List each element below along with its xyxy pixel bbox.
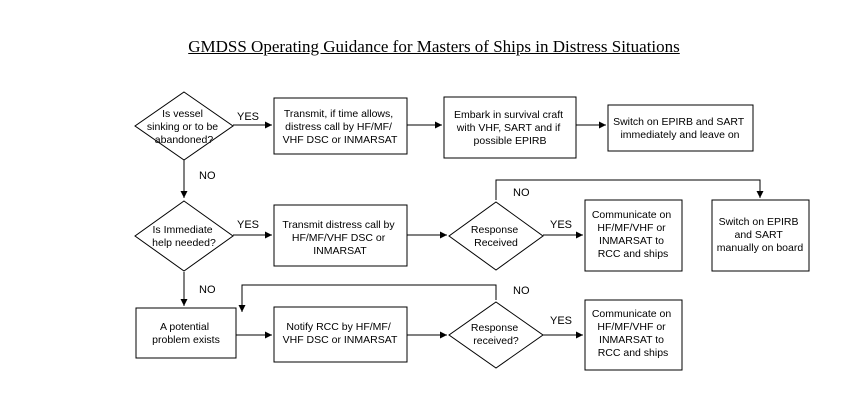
box-embark-survival-craft-text: Embark in survival craft with VHF, SART … xyxy=(454,109,566,147)
box-communicate-rcc-2 xyxy=(584,299,683,371)
box-transmit-distress-call xyxy=(273,204,408,267)
decision-response-received-1 xyxy=(448,201,544,271)
label-yes-sinking: YES xyxy=(237,111,259,123)
label-no-response-2: NO xyxy=(513,285,530,297)
box-transmit-distress-call-text: Transmit distress call by HF/MF/VHF DSC … xyxy=(282,219,397,257)
arrow-response2-no xyxy=(238,284,497,312)
decision-immediate-help-text: Is Immediate help needed? xyxy=(152,224,216,249)
decision-immediate-help xyxy=(134,200,234,272)
label-no-response-1: NO xyxy=(513,187,530,199)
decision-response-received-2-text: Response received? xyxy=(471,322,521,347)
decision-response-received-1-text: Response Received xyxy=(471,224,521,249)
arrow-response1-no xyxy=(495,179,764,200)
box-communicate-rcc-1 xyxy=(584,199,683,272)
box-switch-on-epirb-leave-text: Switch on EPIRB and SART immediately and… xyxy=(613,116,747,141)
box-notify-rcc-text: Notify RCC by HF/MF/ VHF DSC or INMARSAT xyxy=(283,321,398,346)
label-yes-help: YES xyxy=(237,219,259,231)
page-title: GMDSS Operating Guidance for Masters of … xyxy=(188,37,680,56)
label-yes-response-2: YES xyxy=(550,315,572,327)
label-no-help: NO xyxy=(199,284,216,296)
box-potential-problem xyxy=(135,307,237,359)
box-notify-rcc xyxy=(273,306,408,363)
box-communicate-rcc-1-text: Communicate on HF/MF/VHF or INMARSAT to … xyxy=(592,209,674,260)
box-transmit-if-time-text: Transmit, if time allows, distress call … xyxy=(283,108,398,146)
box-transmit-if-time xyxy=(273,97,408,155)
box-switch-on-epirb-leave xyxy=(607,104,754,152)
box-potential-problem-text: A potential problem exists xyxy=(152,321,220,346)
box-embark-survival-craft xyxy=(443,96,577,159)
connectors xyxy=(180,121,764,339)
label-no-sinking: NO xyxy=(199,170,216,182)
decision-vessel-sinking-text: Is vessel sinking or to be abandoned? xyxy=(147,108,221,146)
decision-response-received-2 xyxy=(448,301,544,369)
decision-vessel-sinking xyxy=(134,91,234,161)
box-communicate-rcc-2-text: Communicate on HF/MF/VHF or INMARSAT to … xyxy=(592,308,674,359)
label-yes-response-1: YES xyxy=(550,219,572,231)
box-switch-on-epirb-manual-text: Switch on EPIRB and SART manually on boa… xyxy=(717,216,804,254)
box-switch-on-epirb-manual xyxy=(711,199,810,272)
